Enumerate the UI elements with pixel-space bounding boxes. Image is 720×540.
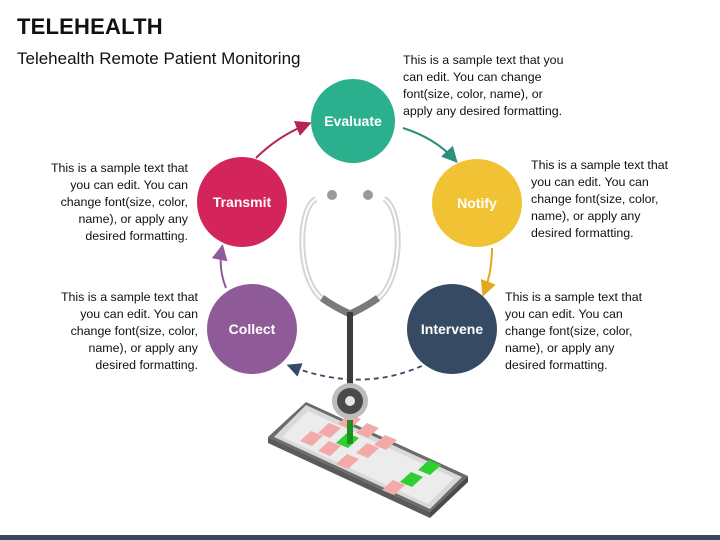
transmit-label: Transmit (212, 194, 272, 210)
arrow-intervene-to-collect (286, 361, 431, 381)
collect-description: This is a sample text that you can edit.… (60, 290, 198, 372)
evaluate-label: Evaluate (324, 113, 382, 129)
notify-description: This is a sample text that you can edit.… (531, 158, 669, 240)
intervene-label: Intervene (420, 321, 484, 337)
stethoscope-icon (299, 190, 401, 444)
transmit-description: This is a sample text that you can edit.… (50, 161, 188, 243)
intervene-node: Intervene (407, 284, 497, 374)
collect-node: Collect (207, 284, 297, 374)
page-title: TELEHEALTH (17, 14, 163, 39)
evaluate-node: Evaluate (311, 79, 395, 163)
arrow-evaluate-to-notify (402, 127, 458, 163)
footer-bar (0, 535, 720, 540)
transmit-node: Transmit (197, 157, 287, 247)
arrow-transmit-to-evaluate (255, 121, 312, 159)
page-subtitle: Telehealth Remote Patient Monitoring (17, 49, 301, 68)
evaluate-description: This is a sample text that you can edit.… (403, 53, 564, 118)
arrow-collect-to-transmit (211, 244, 228, 289)
intervene-description: This is a sample text that you can edit.… (505, 290, 643, 372)
arrow-notify-to-intervene (480, 247, 496, 297)
collect-label: Collect (228, 321, 276, 337)
notify-node: Notify (432, 159, 522, 247)
notify-label: Notify (457, 195, 497, 211)
tablet-device-icon (268, 402, 468, 518)
